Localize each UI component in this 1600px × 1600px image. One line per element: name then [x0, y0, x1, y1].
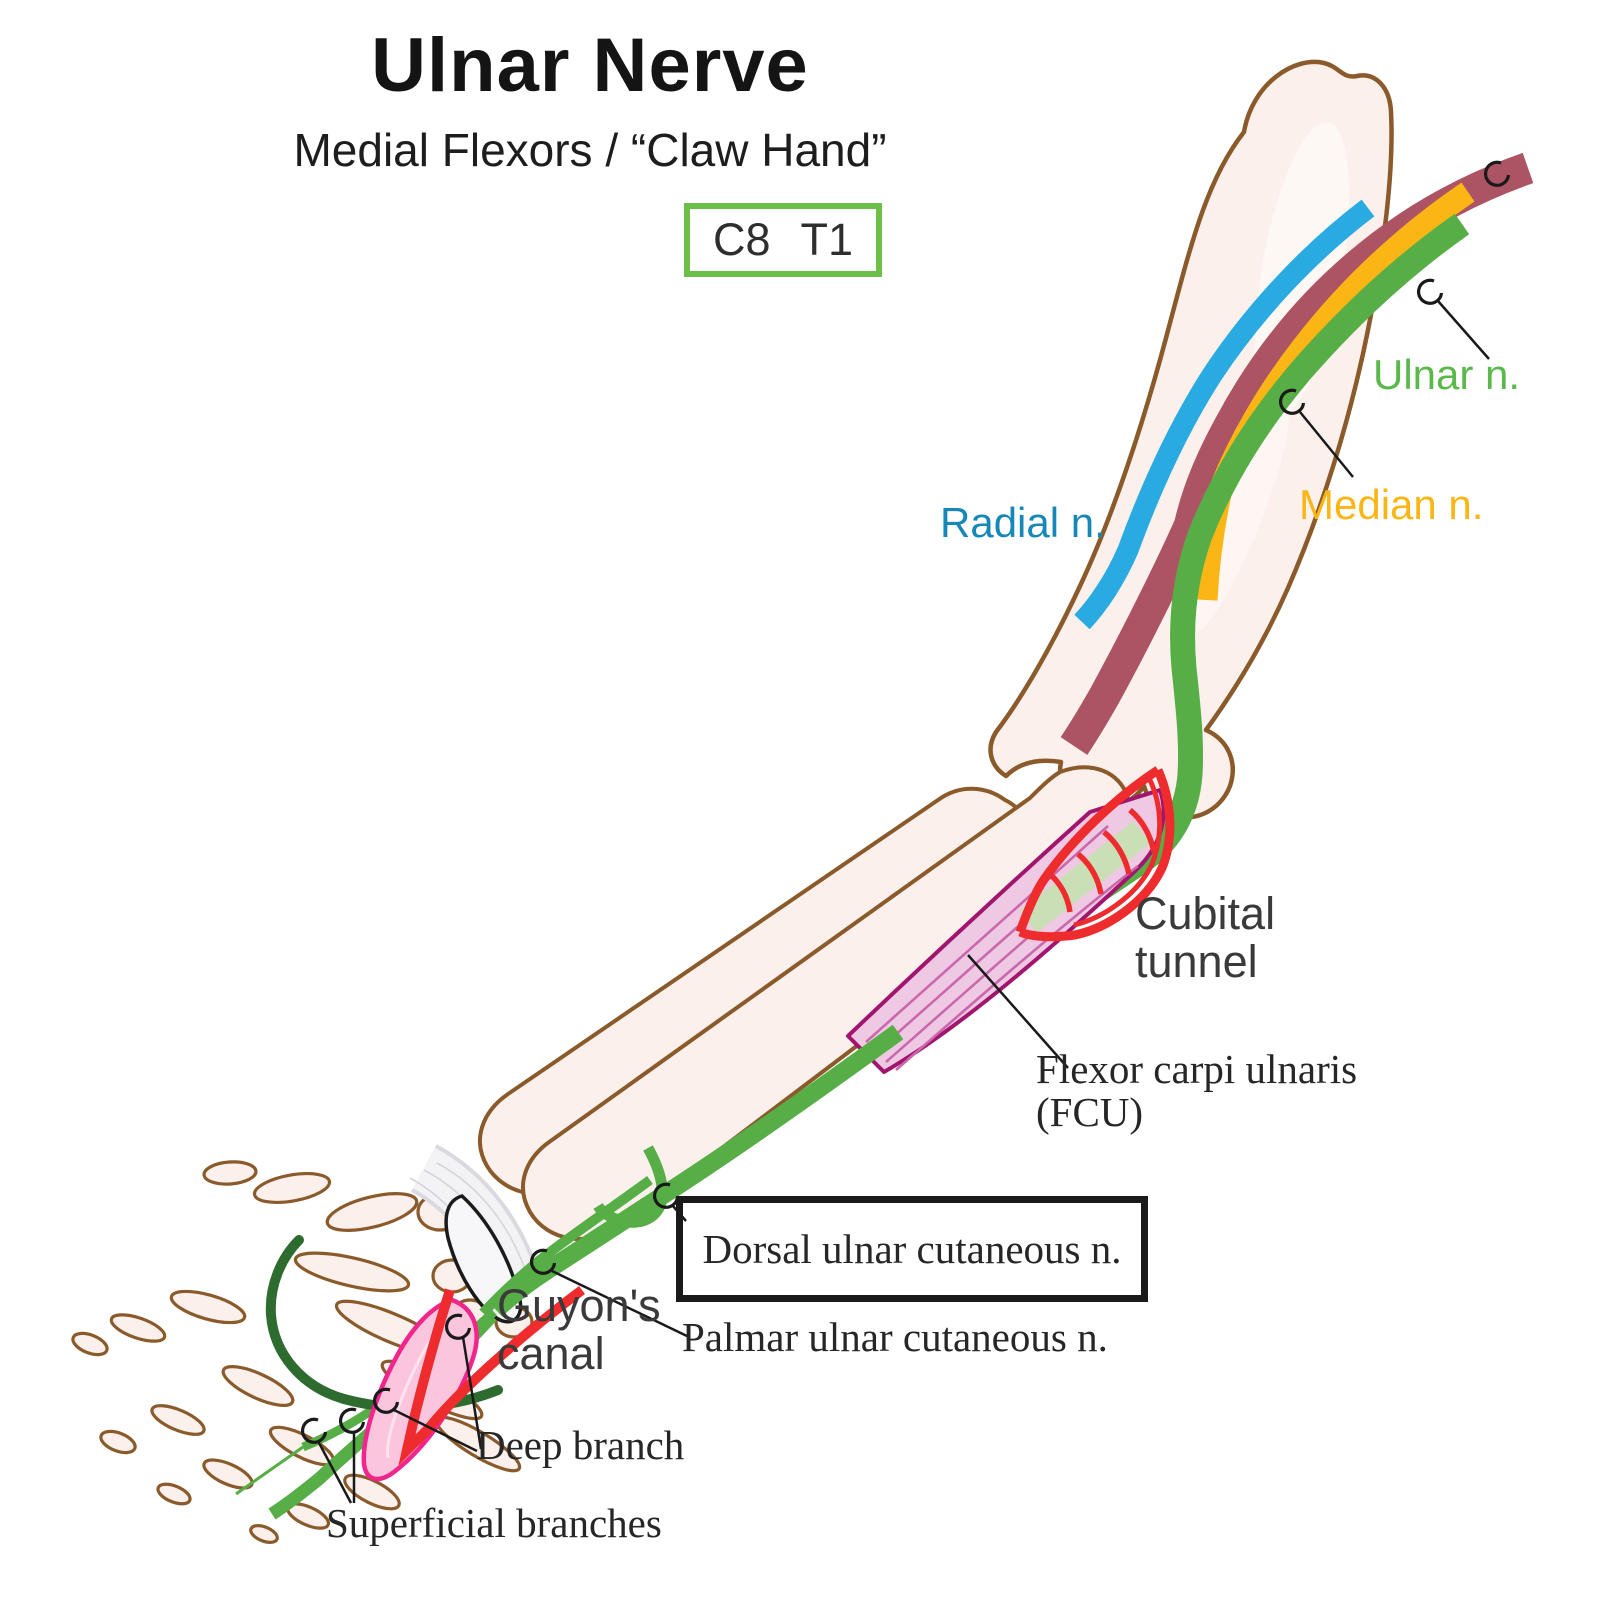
leader-superficial-1: [316, 1440, 353, 1504]
leader-deep-2: [393, 1408, 478, 1453]
ulna-bone: [521, 765, 1132, 1241]
hook-ulnar: [1416, 278, 1444, 305]
label-superficial-branches: Superficial branches: [326, 1500, 662, 1546]
leader-median: [1299, 411, 1354, 478]
label-median-nerve: Median n.: [1299, 481, 1484, 528]
hook-deep-1: [444, 1313, 472, 1340]
hook-superficial-1: [300, 1417, 328, 1444]
label-cubital-line1: Cubital: [1135, 888, 1276, 939]
forearm-bones: [478, 765, 1132, 1241]
label-deep-branch: Deep branch: [476, 1422, 685, 1468]
leader-hooks: [300, 160, 1511, 1444]
label-fcu: Flexor carpi ulnaris (FCU): [1036, 1046, 1358, 1136]
palmar-cutaneous-branch: [479, 1175, 653, 1317]
label-palmar-cutaneous: Palmar ulnar cutaneous n.: [682, 1314, 1108, 1360]
hook-superficial-2: [338, 1407, 366, 1434]
nerve-root-t1: T1: [800, 214, 854, 265]
cubital-tunnel-funnel: [1015, 766, 1175, 942]
leader-fcu: [967, 954, 1069, 1069]
dorsal-cutaneous-branch: [593, 1145, 668, 1228]
hook-palmar: [529, 1248, 557, 1275]
hook-artery-end: [1483, 160, 1511, 187]
leader-lines: [316, 300, 1490, 1504]
label-fcu-line2: (FCU): [1036, 1089, 1144, 1136]
label-dorsal-cutaneous: Dorsal ulnar cutaneous n.: [702, 1226, 1122, 1272]
page-title: Ulnar Nerve: [371, 23, 809, 108]
label-fcu-line1: Flexor carpi ulnaris: [1036, 1046, 1358, 1092]
hook-dorsal: [652, 1182, 680, 1209]
radial-nerve-band: [1074, 199, 1375, 630]
hook-median: [1278, 388, 1306, 415]
label-ulnar-nerve: Ulnar n.: [1373, 351, 1521, 398]
leader-deep-1: [461, 1336, 483, 1450]
leader-ulnar: [1437, 300, 1490, 360]
page-subtitle: Medial Flexors / “Claw Hand”: [293, 124, 887, 176]
superficial-branch-1-taper: [235, 1445, 304, 1496]
label-guyons-line1: Guyon's: [497, 1280, 661, 1331]
label-radial-nerve: Radial n.: [940, 499, 1106, 546]
label-cubital-tunnel: Cubital tunnel: [1135, 890, 1275, 985]
label-guyons-canal: Guyon's canal: [497, 1282, 661, 1377]
cubital-tunnel-structure: [1015, 766, 1175, 942]
label-cubital-line2: tunnel: [1135, 935, 1258, 987]
label-guyons-line2: canal: [497, 1327, 605, 1379]
nerve-roots-box: C8 T1: [684, 203, 882, 277]
leader-palmar: [551, 1269, 690, 1339]
nerve-root-c8: C8: [712, 214, 771, 265]
hook-deep-2: [372, 1387, 400, 1414]
nerve-seen-through-tunnel: [1019, 821, 1151, 933]
ulnar-nerve-forearm: [489, 1024, 904, 1317]
dorsal-cutaneous-box: Dorsal ulnar cutaneous n.: [676, 1196, 1148, 1302]
